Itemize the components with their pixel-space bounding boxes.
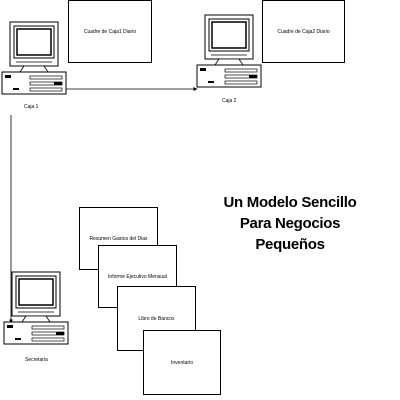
document-label: Informe Ejecutivo Mensual bbox=[108, 273, 167, 280]
computer-label-caja2: Caja 2 bbox=[222, 98, 237, 104]
report-box-caja1: Cuadre de Caja1 Diario bbox=[68, 0, 152, 63]
document-label: Libro de Bancos bbox=[138, 315, 175, 322]
report-label-caja1: Cuadre de Caja1 Diario bbox=[83, 28, 137, 35]
report-box-caja2: Cuadre de Caja2 Diario bbox=[262, 0, 345, 63]
computer-secretaria-icon bbox=[3, 271, 69, 345]
title-line-2: Para Negocios bbox=[239, 215, 341, 232]
document-label: Inventario bbox=[171, 359, 193, 366]
diagram-title: Un Modelo Sencillo Para Negocios Pequeño… bbox=[215, 192, 365, 255]
title-line-3: Pequeños bbox=[255, 236, 325, 253]
computer-label-secretaria: Secretaria bbox=[25, 357, 48, 363]
computer-caja1-icon bbox=[1, 21, 67, 95]
computer-caja2-icon bbox=[196, 14, 262, 88]
computer-label-caja1: Caja 1 bbox=[24, 104, 39, 110]
document-label: Resumen Gastos del Dias bbox=[89, 235, 148, 242]
report-label-caja2: Cuadre de Caja2 Diario bbox=[277, 28, 330, 35]
title-line-1: Un Modelo Sencillo bbox=[223, 194, 357, 211]
document-inventario: Inventario bbox=[143, 330, 221, 395]
